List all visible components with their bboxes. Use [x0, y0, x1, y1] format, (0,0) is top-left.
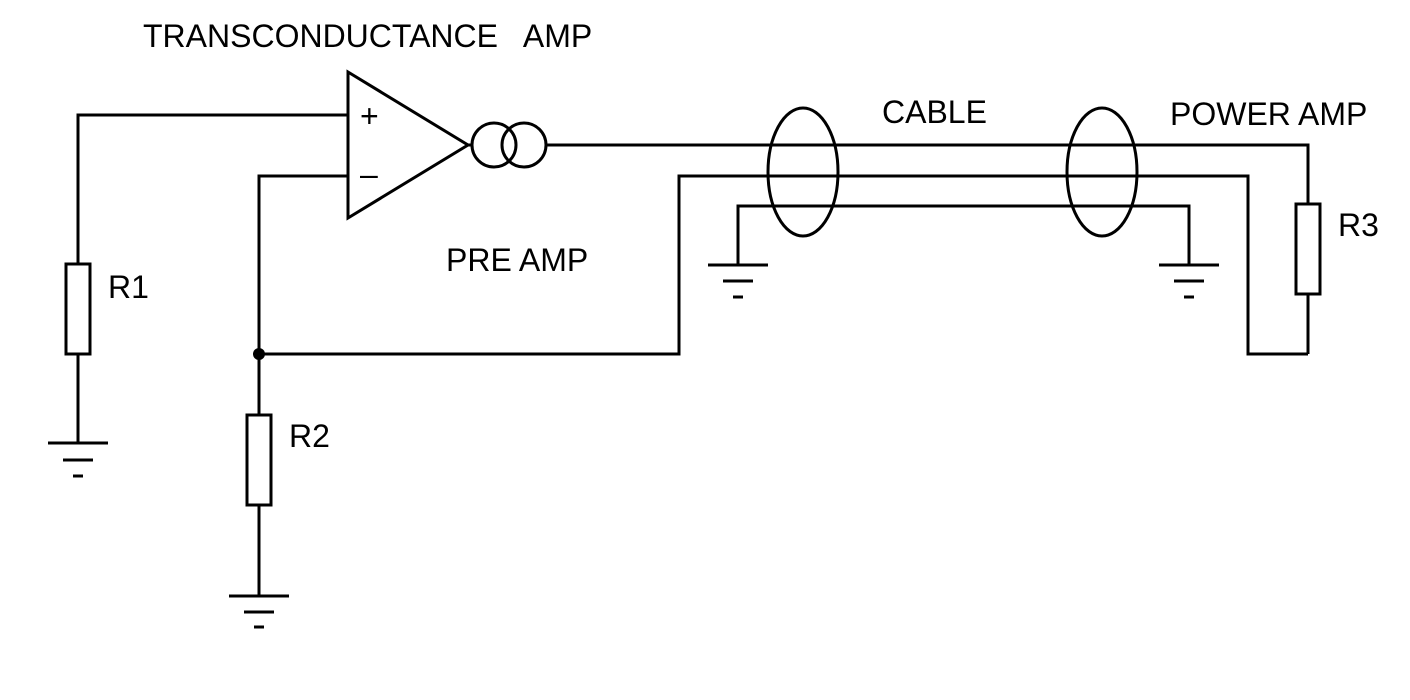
- cable-bundle-ellipse-right: [1065, 106, 1139, 238]
- signal-wire: [546, 143, 1310, 204]
- pre-amp-label: PRE AMP: [446, 242, 588, 278]
- r1-branch: [64, 113, 348, 443]
- transconductance-amp-label: TRANSCONDUCTANCE AMP: [143, 18, 592, 54]
- cable-shield-wire: [736, 204, 1191, 265]
- inverting-input-sign: –: [360, 156, 378, 192]
- feedback-wire: [259, 174, 1308, 356]
- ground-symbol-r2: [229, 594, 289, 629]
- current-source-symbol: [468, 121, 548, 169]
- resistor-r3: [1294, 202, 1322, 296]
- cable-label: CABLE: [882, 94, 987, 130]
- resistor-r2: [245, 413, 273, 507]
- resistor-r1: [64, 262, 92, 356]
- r2-label: R2: [289, 418, 330, 454]
- non-inverting-input-sign: +: [360, 98, 379, 134]
- ground-symbol-shield-left: [708, 263, 768, 299]
- ground-symbol-r1: [48, 441, 108, 478]
- r1-label: R1: [108, 269, 149, 305]
- cable-bundle-ellipse-left: [766, 106, 840, 238]
- power-amp-label: POWER AMP: [1170, 96, 1367, 132]
- r3-label: R3: [1338, 207, 1379, 243]
- ground-symbol-shield-right: [1159, 263, 1219, 299]
- op-amp-symbol: + –: [346, 69, 471, 221]
- r2-branch: [245, 174, 348, 596]
